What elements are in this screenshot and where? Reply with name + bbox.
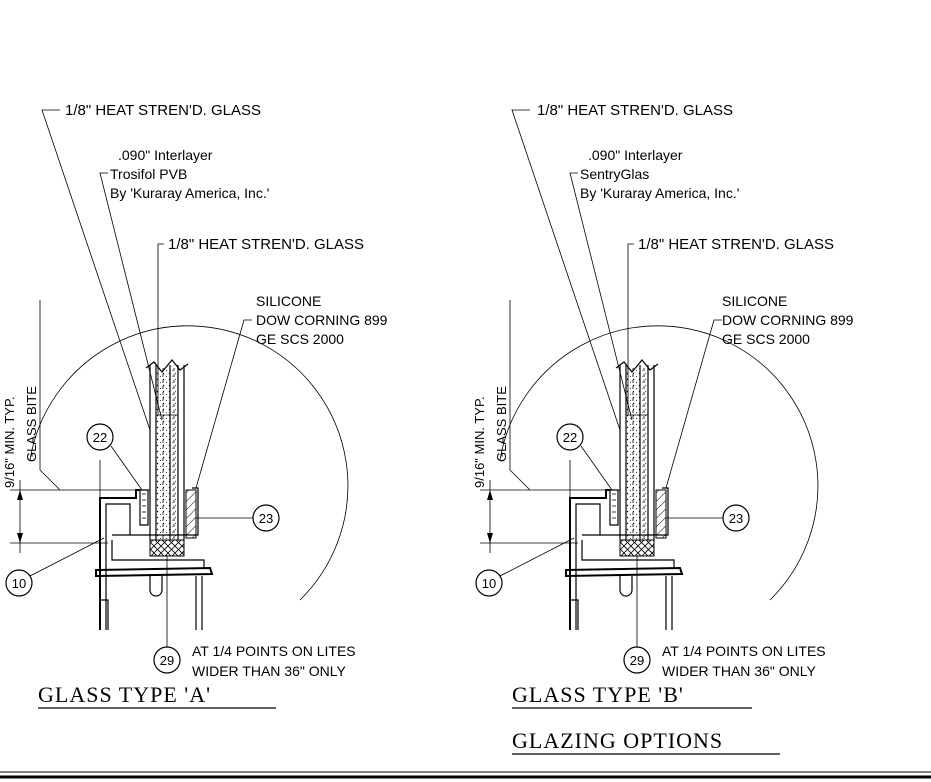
interlayer-note-line3: By 'Kuraray America, Inc.' bbox=[110, 185, 269, 201]
setting-block-note-line2: WIDER THAN 36" ONLY bbox=[662, 663, 816, 679]
tag-10: 10 bbox=[482, 576, 496, 591]
outer-glass-note: 1/8" HEAT STREN'D. GLASS bbox=[65, 102, 261, 119]
inner-glass-note: 1/8" HEAT STREN'D. GLASS bbox=[638, 236, 834, 253]
interlayer-note-line3: By 'Kuraray America, Inc.' bbox=[580, 185, 739, 201]
outer-glass-note: 1/8" HEAT STREN'D. GLASS bbox=[537, 102, 733, 119]
inner-glass-note: 1/8" HEAT STREN'D. GLASS bbox=[168, 236, 364, 253]
silicone-note-line2: DOW CORNING 899 bbox=[256, 312, 388, 328]
sheet-title: GLAZING OPTIONS bbox=[512, 728, 723, 753]
glass-bite-label: GLASS BITE bbox=[494, 386, 509, 462]
glass-bite-dimension: 9/16" MIN. TYP. bbox=[2, 396, 17, 488]
interlayer-note-line2: Trosifol PVB bbox=[110, 166, 187, 182]
interlayer-note-line1: .090" Interlayer bbox=[118, 147, 213, 163]
setting-block-note-line1: AT 1/4 POINTS ON LITES bbox=[662, 643, 826, 659]
glass-bite-dimension: 9/16" MIN. TYP. bbox=[472, 396, 487, 488]
tag-23: 23 bbox=[259, 511, 273, 526]
silicone-note-line1: SILICONE bbox=[722, 293, 787, 309]
detail-glass-type-a: 1/8" HEAT STREN'D. GLASS .090" Interlaye… bbox=[2, 102, 388, 709]
interlayer-note-line1: .090" Interlayer bbox=[588, 147, 683, 163]
tag-22: 22 bbox=[563, 430, 577, 445]
interlayer-note-line2: SentryGlas bbox=[580, 166, 649, 182]
silicone-note-line3: GE SCS 2000 bbox=[722, 331, 810, 347]
detail-b-title: GLASS TYPE 'B' bbox=[512, 682, 684, 707]
tag-29: 29 bbox=[630, 653, 644, 668]
setting-block-note-line2: WIDER THAN 36" ONLY bbox=[192, 663, 346, 679]
silicone-note-line1: SILICONE bbox=[256, 293, 321, 309]
detail-a-title: GLASS TYPE 'A' bbox=[38, 682, 211, 707]
silicone-note-line2: DOW CORNING 899 bbox=[722, 312, 854, 328]
tag-29: 29 bbox=[160, 653, 174, 668]
silicone-note-line3: GE SCS 2000 bbox=[256, 331, 344, 347]
setting-block-note-line1: AT 1/4 POINTS ON LITES bbox=[192, 643, 356, 659]
tag-10: 10 bbox=[12, 576, 26, 591]
detail-glass-type-b: 1/8" HEAT STREN'D. GLASS .090" Interlaye… bbox=[472, 102, 854, 709]
glass-bite-label: GLASS BITE bbox=[24, 386, 39, 462]
tag-23: 23 bbox=[729, 511, 743, 526]
tag-22: 22 bbox=[93, 430, 107, 445]
